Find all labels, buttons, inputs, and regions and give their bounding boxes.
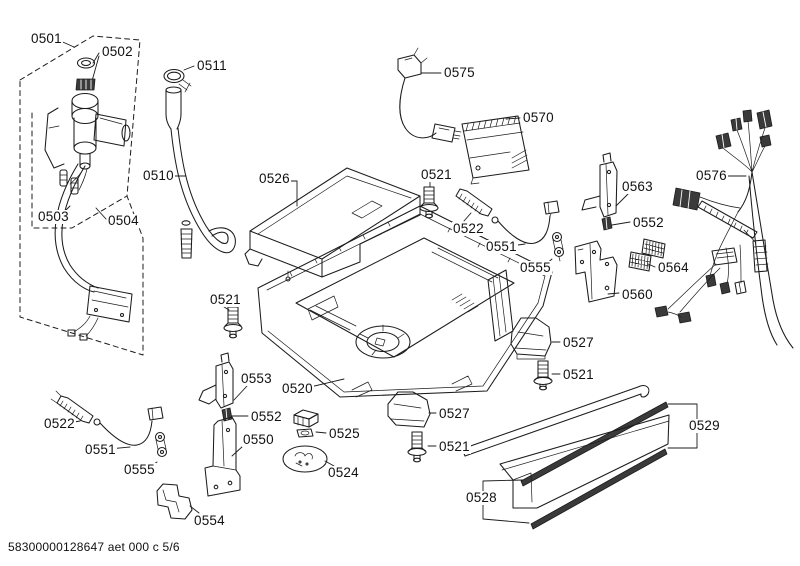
part-label-0554: 0554	[193, 513, 226, 528]
bracket-0554	[156, 483, 193, 520]
absorber-disc-0524	[282, 445, 328, 473]
bracket-0560	[574, 240, 618, 303]
pump-sump	[355, 324, 411, 359]
hose-end-fitting	[180, 220, 193, 259]
screw-0521-d	[533, 360, 553, 391]
screw-0521-a	[419, 186, 439, 219]
part-label-0525: 0525	[328, 426, 361, 441]
part-label-0527: 0527	[562, 335, 595, 350]
damper-strip-0522-a	[455, 188, 493, 217]
part-label-0552: 0552	[632, 215, 665, 230]
bracket-0563	[581, 152, 618, 218]
part-label-0563: 0563	[621, 179, 654, 194]
valve-body	[44, 92, 131, 170]
part-label-0560: 0560	[621, 287, 654, 302]
part-label-0551: 0551	[485, 239, 518, 254]
sensor-cable-0551-b	[93, 406, 164, 446]
part-label-0503: 0503	[37, 209, 70, 224]
valve-cable-and-box-0504	[54, 163, 133, 341]
inlet-valve-assembly-0501	[19, 35, 144, 356]
footer-text: 58300000128647 aet 000 c 5/6	[8, 540, 180, 554]
clip-0552-a	[601, 216, 613, 231]
hose-clamp-0511	[163, 68, 192, 93]
part-label-0521: 0521	[438, 439, 471, 454]
part-label-0521: 0521	[562, 367, 595, 382]
part-label-0555: 0555	[519, 260, 552, 275]
part-label-0504: 0504	[107, 213, 140, 228]
part-label-0522: 0522	[452, 221, 485, 236]
part-label-0521: 0521	[420, 167, 453, 182]
part-label-0575: 0575	[443, 65, 476, 80]
sensor-cable-0551-a	[491, 200, 560, 245]
part-label-0501: 0501	[30, 31, 63, 46]
part-label-0555: 0555	[123, 462, 156, 477]
part-label-0502: 0502	[101, 44, 134, 59]
part-label-0551: 0551	[84, 442, 117, 457]
wiring-connectors-0503	[59, 168, 88, 195]
cable-harness-0576	[654, 109, 794, 349]
drain-hose-0510	[165, 86, 236, 259]
part-label-0528: 0528	[465, 490, 498, 505]
part-label-0527: 0527	[438, 406, 471, 421]
foot-0527-b	[387, 391, 431, 428]
bracket-0550	[204, 416, 241, 497]
part-label-0510: 0510	[142, 168, 175, 183]
part-label-0570: 0570	[522, 110, 555, 125]
screw-0521-c	[407, 431, 427, 463]
bracket-0553	[198, 352, 234, 409]
part-label-0521: 0521	[209, 292, 242, 307]
part-label-0524: 0524	[327, 465, 360, 480]
mesh-filter-0564	[628, 238, 666, 272]
link-0555-b	[154, 431, 168, 458]
gasket-0502	[75, 57, 96, 91]
part-label-0553: 0553	[240, 371, 273, 386]
screw-0521-b	[223, 306, 243, 339]
link-0555-a	[551, 231, 565, 262]
part-label-0520: 0520	[281, 381, 314, 396]
part-label-0552: 0552	[250, 409, 283, 424]
power-cord-0575	[397, 47, 462, 143]
junction-box-0525	[293, 409, 319, 438]
control-module-0570	[461, 115, 530, 185]
base-assembly-0520	[257, 205, 553, 398]
damper-strip-0522-b	[50, 390, 94, 424]
part-label-0529: 0529	[688, 418, 721, 433]
leader-lines	[55, 38, 747, 524]
foot-0527-a	[510, 317, 552, 360]
part-label-0526: 0526	[258, 171, 291, 186]
plinth-panel-group-0528-0529	[461, 385, 670, 530]
part-label-0576: 0576	[695, 168, 728, 183]
part-label-0522: 0522	[43, 416, 76, 431]
part-label-0564: 0564	[657, 260, 690, 275]
part-label-0550: 0550	[242, 432, 275, 447]
part-label-0511: 0511	[196, 58, 228, 73]
